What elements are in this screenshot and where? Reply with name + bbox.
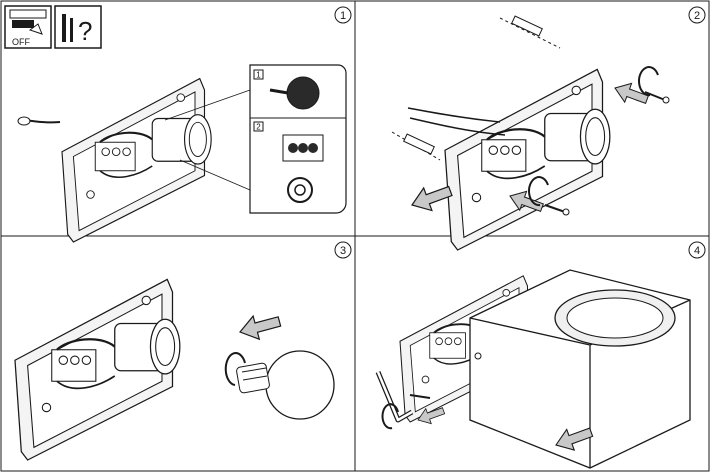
wall-plate-assembly <box>60 77 213 244</box>
sub-step-2-label: 2 <box>256 123 261 132</box>
terminal-block-detail-icon <box>282 134 324 203</box>
sub-step-1-label: 1 <box>256 71 261 80</box>
panel-step-3: 3 <box>13 241 352 462</box>
wall-plug-icon <box>391 131 441 161</box>
supply-cables <box>407 107 506 136</box>
rotate-arrow-icon <box>638 66 659 97</box>
panel-step-4: 4 <box>375 241 706 469</box>
help-symbol: ? <box>78 16 92 46</box>
direction-arrow-icon <box>236 309 284 345</box>
screw-icon <box>644 91 670 104</box>
rotate-arrow-icon <box>528 176 549 207</box>
panel-step-1: OFF ? 1 1 2 <box>4 5 352 244</box>
wall-plate-assembly <box>443 68 612 252</box>
light-bulb-icon <box>236 350 335 420</box>
rotate-arrow-icon <box>381 403 399 430</box>
lamp-housing <box>469 269 691 469</box>
panel-step-2: 2 <box>391 6 706 252</box>
screw-icon <box>409 394 431 399</box>
step-number: 4 <box>694 245 700 257</box>
off-label: OFF <box>12 37 30 47</box>
step-number: 1 <box>340 10 346 22</box>
tools-help-icon: ? <box>54 5 102 49</box>
screw-icon <box>544 204 570 216</box>
wall-plate-assembly <box>13 278 182 462</box>
step-number-badge <box>688 241 706 259</box>
allen-key-icon <box>375 371 414 423</box>
power-off-switch-icon: OFF <box>4 5 52 49</box>
step-number-badge <box>688 6 706 24</box>
wire-stripper-icon <box>286 76 320 110</box>
step-number-badge <box>334 241 352 259</box>
rotate-arrow-icon <box>224 352 246 386</box>
step-number-badge <box>334 6 352 24</box>
wall-plug-icon <box>499 15 561 49</box>
step-number: 3 <box>340 245 346 257</box>
step-number: 2 <box>694 10 700 22</box>
detail-inset: 1 2 <box>164 64 347 214</box>
